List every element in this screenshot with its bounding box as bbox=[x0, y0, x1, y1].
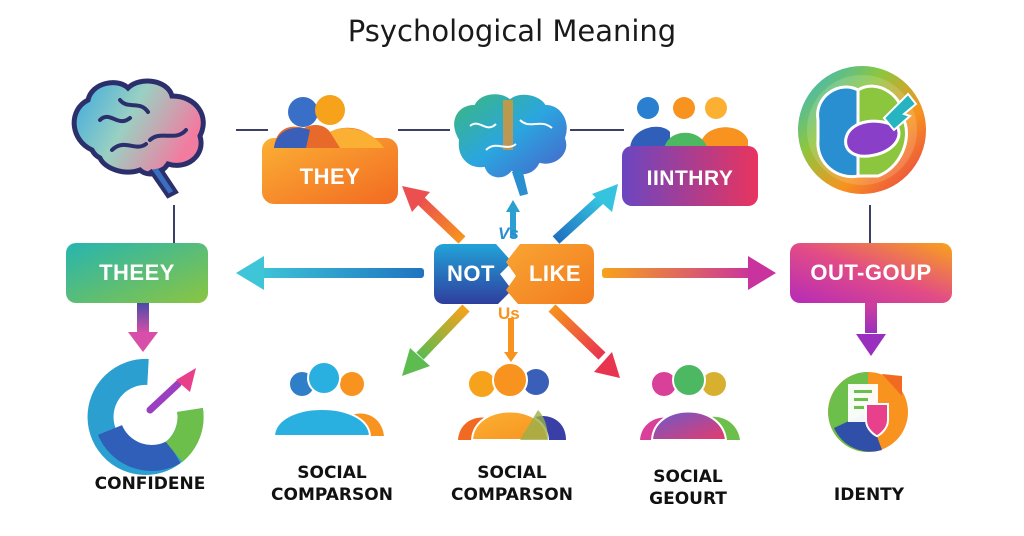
brain-icon-center bbox=[452, 92, 569, 196]
us-label: Us bbox=[498, 304, 520, 323]
not-box-bg bbox=[434, 244, 512, 304]
out-group-box[interactable]: OUT-GOUP bbox=[790, 243, 952, 303]
inthry-box-label: IINTHRY bbox=[646, 167, 734, 190]
they-box[interactable]: THEY bbox=[262, 150, 398, 204]
label-social-comparison-1: SOCIAL COMPARSON bbox=[271, 463, 393, 505]
out-group-box-bg bbox=[790, 243, 952, 303]
arrow-diag-up-right bbox=[552, 184, 618, 244]
brain-icon-left bbox=[71, 78, 206, 199]
they-box-label: THEY bbox=[299, 164, 361, 189]
connector-lines bbox=[173, 129, 871, 243]
brain-circle-icon bbox=[798, 66, 926, 194]
inthry-group bbox=[622, 97, 758, 206]
people-icon-3 bbox=[640, 363, 740, 441]
arrow-diag-down-right bbox=[548, 304, 620, 378]
dart-target-icon bbox=[87, 358, 204, 475]
inthry-box[interactable]: IINTHRY bbox=[622, 152, 758, 206]
out-group-label: OUT-GOUP bbox=[810, 260, 932, 285]
not-box[interactable]: NOT bbox=[434, 244, 508, 304]
arrow-left bbox=[236, 256, 424, 290]
theey-box-bg bbox=[66, 243, 208, 303]
people-icon-1 bbox=[272, 361, 384, 437]
label-confidence: CONFIDENE bbox=[94, 474, 206, 494]
arrow-right bbox=[602, 256, 776, 290]
page-title: Psychological Meaning bbox=[347, 14, 677, 48]
people-icon-2 bbox=[458, 362, 566, 441]
label-social-group: SOCIAL GEOURT bbox=[649, 467, 727, 509]
not-label: NOT bbox=[447, 261, 495, 286]
arrow-down-right bbox=[856, 303, 886, 356]
theey-box-label: THEEY bbox=[99, 260, 175, 285]
theey-box[interactable]: THEEY bbox=[66, 243, 208, 303]
document-shield-icon bbox=[828, 372, 908, 452]
like-box[interactable]: LIKE bbox=[516, 244, 594, 304]
label-identity: IDENTY bbox=[833, 485, 905, 505]
like-label: LIKE bbox=[528, 261, 582, 286]
arrow-diag-up-left bbox=[402, 186, 466, 244]
arrow-diag-down-left bbox=[402, 304, 470, 376]
vs-label: Vs bbox=[498, 224, 519, 243]
arrow-down-left bbox=[128, 303, 158, 352]
label-social-comparison-2: SOCIAL COMPARSON bbox=[451, 463, 573, 505]
like-box-bg bbox=[506, 244, 594, 304]
they-group bbox=[262, 95, 398, 204]
